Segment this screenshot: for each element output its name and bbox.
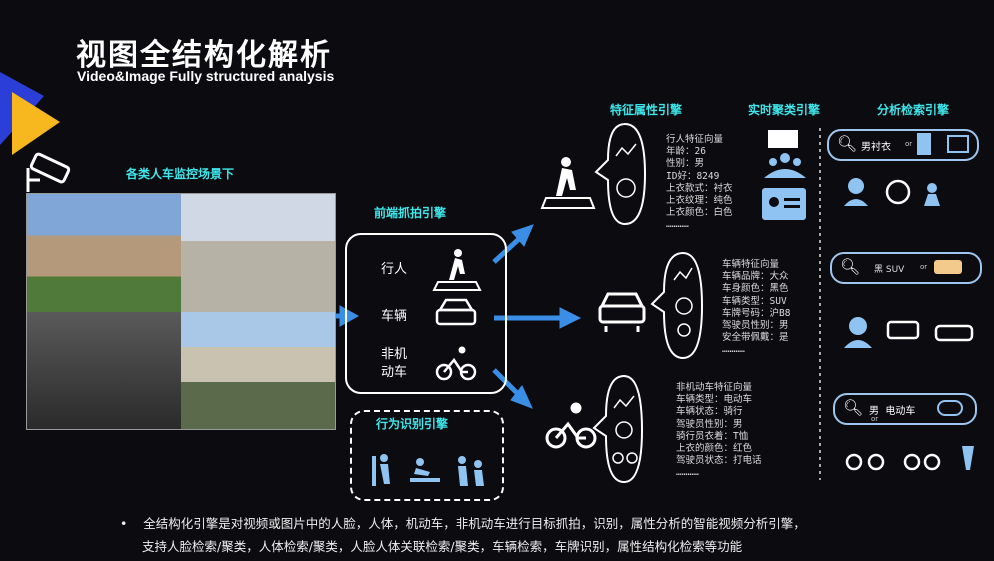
description-line-2: 支持人脸检索/聚类，人体检索/聚类，人脸人体关联检索/聚类，车辆检索，车牌识别，… bbox=[142, 539, 743, 554]
photo-village bbox=[27, 194, 181, 312]
photo-street bbox=[181, 194, 335, 312]
search-engine-title: 分析检索引擎 bbox=[877, 103, 950, 117]
description-text: • 全结构化引擎是对视频或图片中的人脸，人体，机动车，非机动车进行目标抓拍，识别… bbox=[120, 512, 806, 558]
pedestrian-features: 行人特征向量 年龄：26 性别：男 ID好：8249 上衣款式：衬衣 上衣纹理：… bbox=[666, 134, 733, 231]
cluster-icons bbox=[762, 130, 806, 220]
search-pill-or: or bbox=[920, 263, 928, 271]
car-icon bbox=[934, 260, 962, 274]
feature-engine-title: 特征属性引擎 bbox=[610, 103, 683, 117]
scene-label: 各类人车监控场景下 bbox=[126, 167, 235, 181]
surveillance-photos bbox=[26, 193, 336, 430]
car-big-icon bbox=[598, 292, 646, 332]
front-item-nonmotor: 非机 动车 bbox=[381, 347, 408, 380]
behavior-icons bbox=[372, 454, 484, 486]
search-pill-ebike[interactable]: 🔍︎ 男 电动车 or bbox=[833, 393, 977, 425]
search-pill-text: 男 电动车 bbox=[869, 406, 916, 417]
page-subtitle: Video&Image Fully structured analysis bbox=[77, 68, 335, 84]
search-pill-suv[interactable]: 🔍︎ 黑 SUV or bbox=[830, 252, 982, 284]
nonmotor-features: 非机动车特征向量 车辆类型：电动车 车辆状态：骑行 驾驶员性别：男 骑行员衣着：… bbox=[676, 382, 762, 479]
search-pill-or: or bbox=[871, 415, 879, 423]
search-pill-text: 男衬衣 bbox=[861, 142, 891, 153]
front-engine-title: 前端抓拍引擎 bbox=[374, 206, 447, 220]
search-icon: 🔍︎ bbox=[837, 134, 858, 153]
search-result-icons bbox=[844, 178, 974, 471]
cluster-engine-title: 实时聚类引擎 bbox=[748, 103, 821, 117]
person-icon bbox=[917, 133, 931, 155]
yellow-triangle bbox=[12, 92, 60, 155]
feature-bubbles bbox=[592, 122, 704, 484]
front-item-pedestrian: 行人 bbox=[381, 262, 408, 277]
bicycle-icon bbox=[937, 400, 963, 416]
id-card-icon bbox=[947, 135, 969, 153]
pedestrian-big-icon bbox=[540, 157, 596, 209]
search-pill-text: 黑 SUV bbox=[874, 265, 905, 275]
vehicle-features: 车辆特征向量 车辆品牌：大众 车身颜色：黑色 车辆类型：SUV 车牌号码：沪B8… bbox=[722, 259, 791, 356]
photo-garage bbox=[27, 312, 181, 429]
description-line-1: 全结构化引擎是对视频或图片中的人脸，人体，机动车，非机动车进行目标抓拍，识别，属… bbox=[143, 516, 806, 531]
front-engine-box bbox=[345, 233, 507, 394]
bicycle-big-icon bbox=[545, 402, 597, 449]
behavior-engine-box bbox=[350, 410, 504, 501]
search-icon: 🔍︎ bbox=[843, 398, 864, 417]
behavior-engine-title: 行为识别引擎 bbox=[376, 417, 449, 431]
bubble-icons bbox=[612, 143, 693, 464]
search-icon: 🔍︎ bbox=[840, 257, 861, 276]
front-engine-icons bbox=[432, 249, 482, 381]
search-pill-shirt[interactable]: 🔍︎ 男衬衣 or bbox=[827, 129, 979, 161]
front-item-vehicle: 车辆 bbox=[381, 309, 408, 324]
search-pill-or: or bbox=[905, 140, 913, 148]
photo-park bbox=[181, 312, 335, 429]
page-title: 视图全结构化解析 bbox=[76, 38, 332, 73]
camera-icon bbox=[26, 152, 71, 192]
bullet-dot: • bbox=[120, 516, 144, 531]
